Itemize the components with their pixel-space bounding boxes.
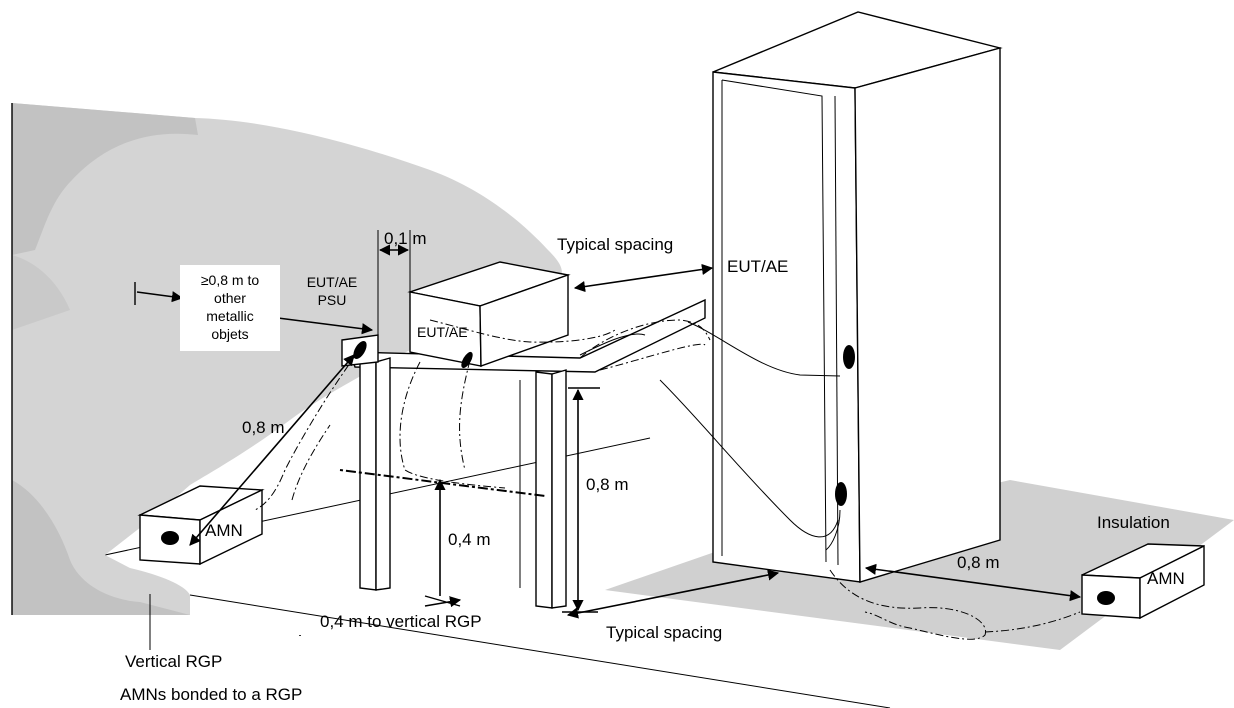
cable-height-label: 0,4 m (448, 530, 491, 549)
vertical-rgp-label: Vertical RGP (125, 652, 222, 671)
dist-0-8-left-label: 0,8 m (242, 418, 285, 437)
amn-right-label: AMN (1147, 569, 1185, 588)
typical-spacing-top-label: Typical spacing (557, 235, 673, 254)
cabinet-label: EUT/AE (727, 257, 788, 276)
other-objects-line-3: metallic (206, 308, 253, 324)
amns-bonded-label: AMNs bonded to a RGP (120, 685, 302, 704)
psu-label-line-1: EUT/AE (307, 274, 358, 290)
other-objects-line-4: objets (211, 326, 248, 342)
other-objects-line-2: other (214, 290, 246, 306)
insulation-label: Insulation (1097, 513, 1170, 532)
cables (254, 319, 1081, 640)
plugs (161, 340, 1115, 605)
dimension-lines (134, 230, 1082, 650)
text-labels: 0,1 m Typical spacing EUT/AE ≥0,8 m to o… (120, 229, 1185, 704)
eut-box (407, 261, 571, 367)
eut-box-label: EUT/AE (417, 324, 468, 340)
other-objects-textbox (180, 265, 280, 351)
dist-0-8-right-label: 0,8 m (957, 553, 1000, 572)
other-objects-line-1: ≥0,8 m to (201, 272, 259, 288)
psu-label-line-2: PSU (318, 292, 347, 308)
table-height-label: 0,8 m (586, 475, 629, 494)
cabinet-eut (712, 11, 1003, 583)
typical-spacing-bottom-label: Typical spacing (606, 623, 722, 642)
dist-0-4-vertical-label: 0,4 m to vertical RGP (320, 612, 482, 631)
amn-left-label: AMN (205, 521, 243, 540)
test-table (349, 298, 706, 609)
spacing-0-1-label: 0,1 m (384, 229, 427, 248)
